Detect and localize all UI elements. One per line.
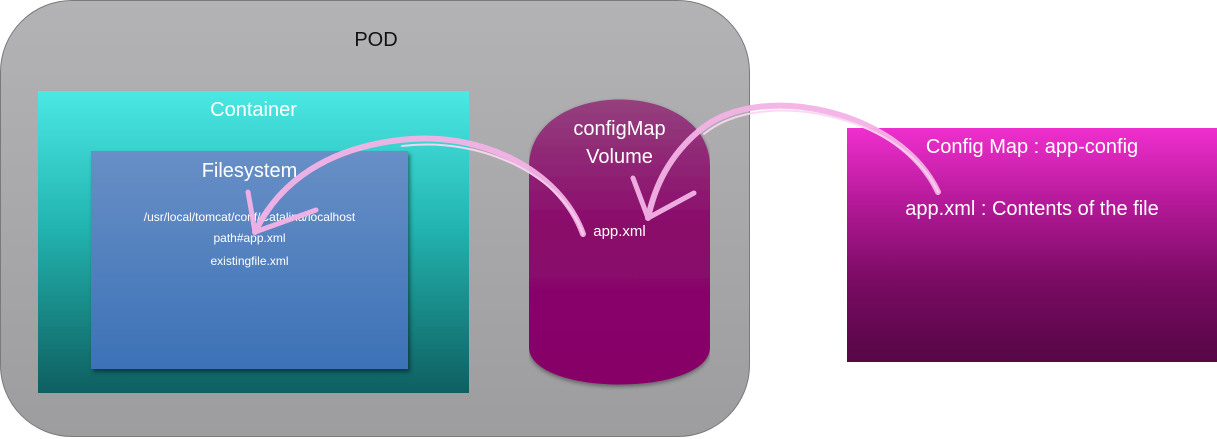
container-label: Container bbox=[210, 99, 297, 121]
filesystem-file-app: path#app.xml bbox=[213, 231, 286, 245]
volume-label-line1: configMap bbox=[573, 118, 666, 140]
config-map-label: Config Map : app-config bbox=[925, 136, 1139, 158]
volume-label: configMap Volume bbox=[529, 115, 710, 171]
pod-label: POD bbox=[354, 29, 398, 51]
filesystem-box: Filesystem /usr/local/tomcat/conf/Catali… bbox=[91, 151, 408, 369]
volume-file: app.xml bbox=[593, 223, 646, 240]
configmap-volume: configMap Volume app.xml bbox=[529, 97, 710, 393]
container-box: Container Filesystem /usr/local/tomcat/c… bbox=[38, 91, 469, 393]
filesystem-label: Filesystem bbox=[201, 160, 298, 182]
config-map-box: Config Map : app-config app.xml : Conten… bbox=[847, 128, 1217, 362]
volume-label-line2: Volume bbox=[586, 146, 653, 168]
filesystem-path: /usr/local/tomcat/conf/Catalina/localhos… bbox=[143, 210, 356, 224]
filesystem-file-existing: existingfile.xml bbox=[210, 254, 289, 268]
config-map-content: app.xml : Contents of the file bbox=[905, 198, 1159, 220]
